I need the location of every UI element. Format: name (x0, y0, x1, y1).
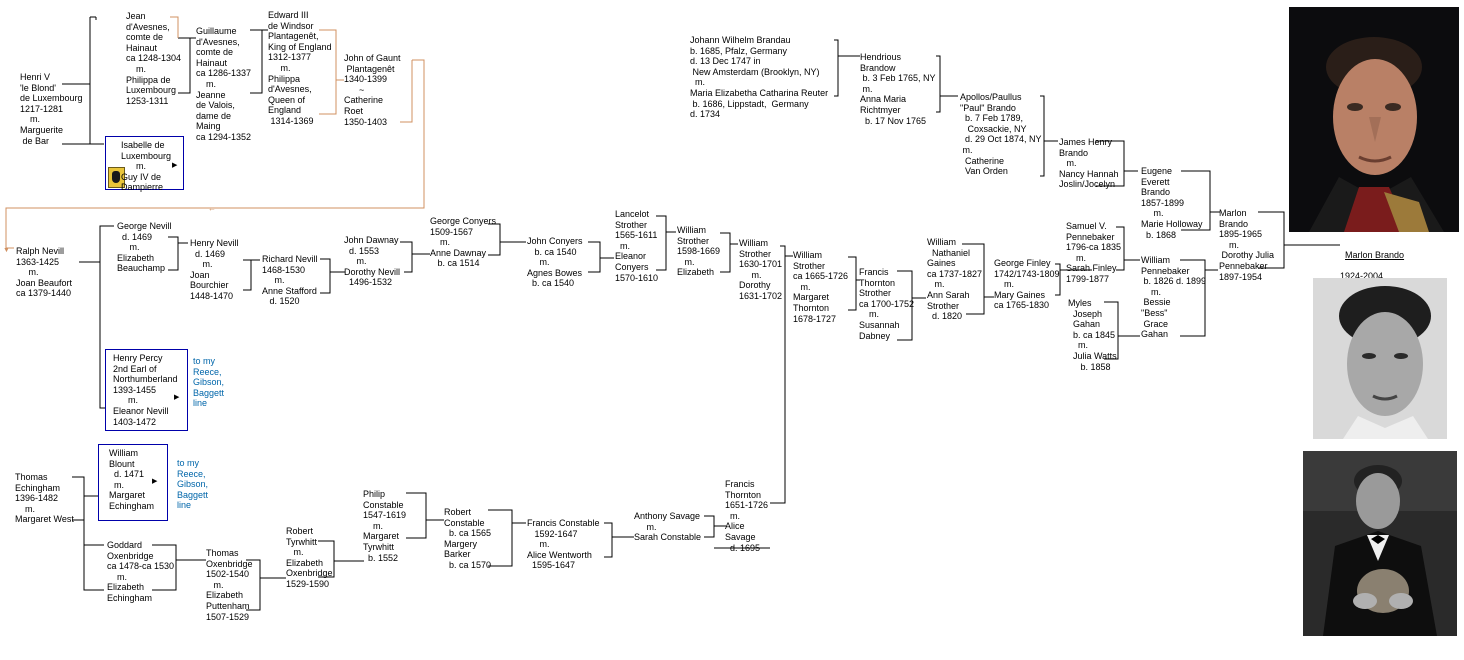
svg-text:▼: ▼ (3, 247, 10, 254)
person-hendricus-brandow: Hendrious Brandow b. 3 Feb 1765, NY m. A… (860, 52, 936, 126)
person-apollos-brando: Apollos/Paullus "Paul" Brando b. 7 Feb 1… (960, 92, 1042, 177)
person-francis-thornton: Francis Thornton 1651-1726 m. Alice Sava… (725, 479, 769, 553)
person-william-pennebaker: William Pennebaker b. 1826 d. 1899 m. Be… (1141, 255, 1207, 340)
person-robert-tyrwhitt: Robert Tyrwhitt m. Elizabeth Oxenbridge … (286, 526, 333, 589)
expand-arrow-icon[interactable]: ▶ (174, 394, 180, 401)
svg-text:←: ← (208, 204, 216, 213)
person-myles-gahan: Myles Joseph Gahan b. ca 1845 m. Julia W… (1068, 298, 1117, 372)
person-richard-nevill: Richard Nevill 1468-1530 m. Anne Staffor… (262, 254, 318, 307)
blount-line-link[interactable]: to my Reece, Gibson, Baggett line (177, 458, 209, 511)
person-robert-constable: Robert Constable b. ca 1565 Margery Bark… (444, 507, 492, 570)
person-william-gaines: William Nathaniel Gaines ca 1737-1827 m.… (927, 237, 983, 322)
person-george-conyers: George Conyers 1509-1567 m. Anne Dawnay … (430, 216, 497, 269)
person-francis-constable: Francis Constable 1592-1647 m. Alice Wen… (527, 518, 600, 571)
person-francis-thornton-strother: Francis Thornton Strother ca 1700-1752 m… (859, 267, 915, 341)
crest-icon (108, 167, 125, 188)
marlon-brando-color-portrait (1289, 7, 1459, 232)
person-william-strother-1630: William Strother 1630-1701 m. Dorothy 16… (739, 238, 783, 301)
person-john-of-gaunt: John of Gaunt Plantagenêt 1340-1399 ~ Ca… (344, 53, 401, 127)
person-george-finley: George Finley 1742/1743-1809 m. Mary Gai… (994, 258, 1060, 311)
expand-arrow-icon[interactable]: ▶ (152, 478, 158, 485)
person-thomas-oxenbridge: Thomas Oxenbridge 1502-1540 m. Elizabeth… (206, 548, 253, 622)
person-philip-constable: Philip Constable 1547-1619 m. Margaret T… (363, 489, 407, 563)
expand-arrow-icon[interactable]: ▶ (172, 162, 178, 169)
person-eugene-brando: Eugene Everett Brando 1857-1899 m. Marie… (1141, 166, 1203, 240)
person-william-strother-1665: William Strother ca 1665-1726 m. Margare… (793, 250, 849, 324)
subject-years: 1924-2004 (1340, 270, 1384, 281)
person-henry-nevill: Henry Nevill d. 1469 m. Joan Bourchier 1… (190, 238, 239, 301)
person-james-henry-brando: James Henry Brando m. Nancy Hannah Josli… (1059, 137, 1119, 190)
subject-marlon-brando[interactable]: Marlon Brando 1924-2004 (1340, 239, 1404, 281)
person-isabelle-luxembourg: Isabelle de Luxembourg m. Guy IV de Damp… (121, 140, 172, 193)
person-william-blount: William Blount d. 1471 m. Margaret Echin… (109, 448, 155, 511)
person-guillaume-davesnes: Guillaume d'Avesnes, comte de Hainaut ca… (196, 26, 252, 142)
person-william-strother-1598: William Strother 1598-1669 m. Elizabeth (677, 225, 721, 278)
marlon-brando-bw-portrait (1313, 278, 1447, 439)
person-henri-v: Henri V 'le Blond' de Luxembourg 1217-12… (20, 72, 83, 146)
person-johann-brandau: Johann Wilhelm Brandau b. 1685, Pfalz, G… (690, 35, 829, 120)
person-anthony-savage: Anthony Savage m. Sarah Constable (634, 511, 702, 543)
percy-box[interactable] (105, 349, 188, 431)
marlon-brando-godfather-portrait (1303, 451, 1457, 636)
person-thomas-echingham: Thomas Echingham 1396-1482 m. Margaret W… (15, 472, 74, 525)
person-ralph-nevill: Ralph Nevill 1363-1425 m. Joan Beaufort … (16, 246, 73, 299)
person-henry-percy: Henry Percy 2nd Earl of Northumberland 1… (113, 353, 178, 427)
person-john-conyers: John Conyers b. ca 1540 m. Agnes Bowes b… (527, 236, 583, 289)
subject-name[interactable]: Marlon Brando (1345, 249, 1405, 260)
person-george-nevill: George Nevill d. 1469 m. Elizabeth Beauc… (117, 221, 172, 274)
person-lancelot-strother: Lancelot Strother 1565-1611 m. Eleanor C… (615, 209, 659, 283)
person-jean-davesnes: Jean d'Avesnes, comte de Hainaut ca 1248… (126, 11, 182, 106)
isabelle-box[interactable] (105, 136, 184, 190)
person-goddard-oxenbridge: Goddard Oxenbridge ca 1478-ca 1530 m. El… (107, 540, 175, 603)
person-samuel-pennebaker: Samuel V. Pennebaker 1796-ca 1835 m. Sar… (1066, 221, 1122, 284)
percy-line-link[interactable]: to my Reece, Gibson, Baggett line (193, 356, 225, 409)
person-edward-iii: Edward III de Windsor Plantagenêt, King … (268, 10, 332, 126)
person-john-dawnay: John Dawnay d. 1553 m. Dorothy Nevill 14… (344, 235, 401, 288)
blount-box[interactable] (98, 444, 168, 521)
person-marlon-brando-sr: Marlon Brando 1895-1965 m. Dorothy Julia… (1219, 208, 1275, 282)
